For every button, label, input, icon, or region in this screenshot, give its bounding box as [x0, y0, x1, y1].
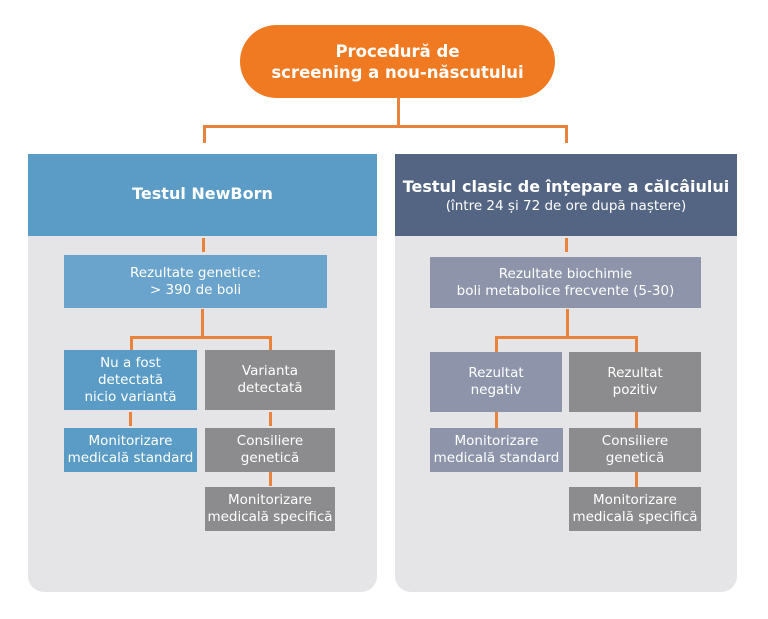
- panel-header-newborn: Testul NewBorn: [28, 154, 377, 236]
- variant-detected-line1: Varianta: [241, 363, 299, 379]
- panel-header-classic: Testul clasic de înțepare a călcâiului (…: [395, 154, 737, 236]
- positive-result-line2: pozitiv: [612, 382, 658, 398]
- box-genetic-counseling: Consiliere genetică: [205, 428, 335, 472]
- box-specific-monitoring: Monitorizare medicală specifică: [205, 487, 335, 531]
- panel-title-newborn: Testul NewBorn: [132, 184, 273, 203]
- connector-to-positive: [269, 336, 272, 350]
- box-no-variant-detected: Nu a fost detectată nicio variantă: [64, 350, 197, 410]
- negative-result-line2: negativ: [470, 382, 522, 398]
- connector-results-down: [201, 309, 204, 338]
- box-biochemistry-results: Rezultate biochimie boli metabolice frec…: [430, 257, 701, 308]
- connector-results-down: [566, 309, 569, 338]
- panel-subtitle-classic: (între 24 și 72 de ore după naștere): [445, 197, 687, 214]
- root-title-line1: Procedură de: [335, 41, 460, 61]
- genetic-counseling-line1: Consiliere: [236, 433, 304, 449]
- genetic-counseling-line2: genetică: [240, 450, 300, 466]
- connector-to-left-panel: [203, 125, 206, 143]
- connector-negative-to-monitoring: [129, 412, 132, 426]
- box-genetic-results: Rezultate genetice: > 390 de boli: [64, 255, 327, 308]
- connector-to-positive: [635, 336, 638, 352]
- box-positive-result: Rezultat pozitiv: [569, 352, 701, 412]
- connector-header-to-results: [565, 238, 568, 252]
- connector-header-to-results: [202, 238, 205, 252]
- box-negative-result: Rezultat negativ: [430, 352, 562, 412]
- variant-detected-line2: detectată: [237, 380, 303, 396]
- box-specific-monitoring: Monitorizare medicală specifică: [569, 487, 701, 531]
- genetic-results-line2: > 390 de boli: [149, 281, 242, 298]
- root-title-line2: screening a nou-născutului: [271, 62, 524, 82]
- standard-monitoring-line2: medicală standard: [433, 450, 560, 466]
- biochemistry-results-line2: boli metabolice frecvente (5-30): [456, 282, 675, 299]
- connector-negative-to-monitoring: [495, 412, 498, 428]
- box-genetic-counseling: Consiliere genetică: [569, 428, 701, 472]
- standard-monitoring-line1: Monitorizare: [454, 433, 539, 449]
- genetic-counseling-line1: Consiliere: [601, 433, 669, 449]
- connector-root-horizontal: [203, 125, 568, 128]
- standard-monitoring-line2: medicală standard: [67, 450, 194, 466]
- connector-results-split: [130, 336, 272, 339]
- no-variant-line2: detectată: [97, 371, 164, 388]
- root-node-screening-procedure: Procedură de screening a nou-născutului: [240, 25, 555, 98]
- panel-newborn-test: Testul NewBorn Rezultate genetice: > 390…: [28, 154, 377, 592]
- panel-classic-heel-prick-test: Testul clasic de înțepare a călcâiului (…: [395, 154, 737, 592]
- biochemistry-results-line1: Rezultate biochimie: [498, 265, 633, 282]
- connector-results-split: [495, 336, 638, 339]
- connector-counseling-to-specific: [635, 472, 638, 488]
- genetic-results-line1: Rezultate genetice:: [130, 264, 261, 281]
- box-variant-detected: Varianta detectată: [205, 350, 335, 410]
- standard-monitoring-line1: Monitorizare: [88, 433, 173, 449]
- connector-to-negative: [495, 336, 498, 352]
- connector-to-right-panel: [565, 125, 568, 143]
- specific-monitoring-line1: Monitorizare: [228, 492, 312, 508]
- specific-monitoring-line1: Monitorizare: [593, 492, 677, 508]
- specific-monitoring-line2: medicală specifică: [572, 509, 698, 525]
- box-standard-monitoring: Monitorizare medicală standard: [430, 428, 563, 472]
- connector-positive-to-counseling: [269, 412, 272, 426]
- positive-result-line1: Rezultat: [607, 365, 663, 381]
- negative-result-line1: Rezultat: [468, 365, 524, 381]
- specific-monitoring-line2: medicală specifică: [207, 509, 333, 525]
- panel-title-classic: Testul clasic de înțepare a călcâiului: [402, 176, 730, 196]
- no-variant-line1: Nu a fost: [100, 354, 161, 371]
- no-variant-line3: nicio variantă: [84, 388, 177, 405]
- box-standard-monitoring: Monitorizare medicală standard: [64, 428, 197, 472]
- connector-root-down: [397, 97, 400, 127]
- genetic-counseling-line2: genetică: [605, 450, 665, 466]
- connector-counseling-to-specific: [269, 472, 272, 486]
- connector-positive-to-counseling: [635, 412, 638, 428]
- connector-to-negative: [130, 336, 133, 350]
